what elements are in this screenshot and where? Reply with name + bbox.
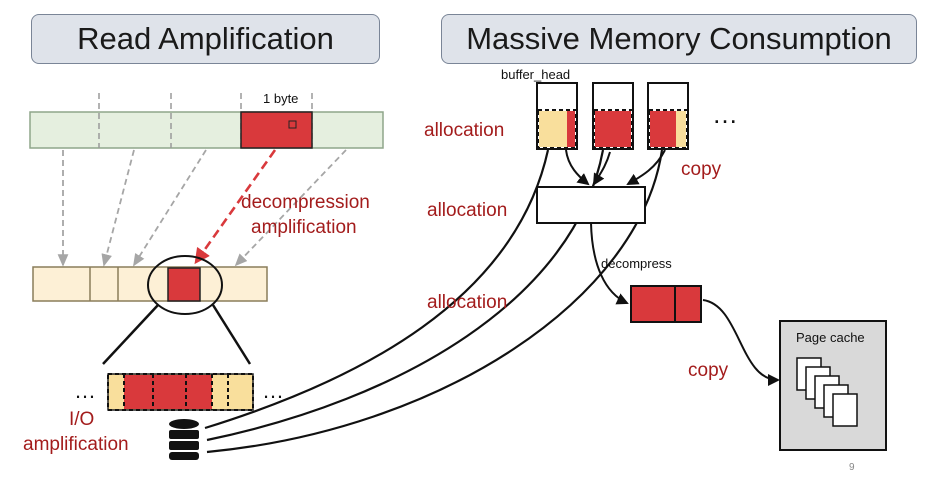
- io-curve: [204, 149, 550, 430]
- page-cache-label: Page cache: [796, 330, 865, 345]
- buffer-head-label: buffer_head: [501, 67, 570, 82]
- read-amplification-title: Read Amplification: [31, 14, 380, 64]
- decompressed-output: [630, 285, 702, 323]
- io-dots-right: …: [262, 378, 284, 403]
- mapping-arrow: [101, 149, 135, 267]
- copy-arrow: [565, 149, 590, 186]
- io-red-block: [124, 375, 212, 409]
- io-label-2: amplification: [23, 434, 129, 455]
- allocation-label-2: allocation: [427, 200, 507, 221]
- compressed-strip: [29, 111, 384, 149]
- io-label-1: I/O: [69, 409, 94, 430]
- copy-to-cache-arrow: [702, 299, 780, 386]
- buffer-page-3-frame: [648, 109, 688, 149]
- page-number: 9: [849, 462, 855, 473]
- buffer-page-1-frame: [537, 109, 577, 149]
- buffer-page-1: [539, 111, 567, 147]
- decompression-label-1: decompression: [241, 192, 370, 213]
- mapping-arrow: [234, 149, 347, 267]
- buffer-page-2-frame: [593, 109, 633, 149]
- decompression-label-2: amplification: [251, 217, 357, 238]
- copy-arrow: [592, 151, 611, 186]
- allocation-label-1: allocation: [424, 120, 504, 141]
- zoom-line-right: [211, 304, 252, 365]
- memory-consumption-title: Massive Memory Consumption: [441, 14, 917, 64]
- decompress-label: decompress: [601, 256, 672, 271]
- copy-label-1: copy: [681, 159, 722, 180]
- copy-arrow: [626, 149, 666, 185]
- buffer-dots: …: [712, 99, 738, 129]
- copy-label-2: copy: [688, 360, 729, 381]
- memory-consumption-title-text: Massive Memory Consumption: [466, 21, 892, 56]
- mapping-arrow: [133, 149, 207, 267]
- allocation-label-3: allocation: [427, 292, 507, 313]
- target-block: [240, 111, 313, 149]
- zoom-line-left: [102, 304, 159, 365]
- database-icon: [169, 419, 199, 460]
- decompress-arrow: [590, 222, 629, 305]
- pages-stack-icon: [796, 357, 858, 427]
- buffer-page-3-yellow: [676, 111, 686, 147]
- read-amplification-title-text: Read Amplification: [77, 21, 334, 56]
- decompression-arrow: [194, 149, 277, 265]
- io-dots-left: …: [74, 378, 96, 403]
- io-strip-frame: [107, 373, 254, 411]
- intermediate-buffer: [536, 186, 646, 224]
- zoom-circle: [147, 255, 223, 315]
- decompressed-target-block: [167, 267, 201, 302]
- buffer-page-3-red: [650, 111, 676, 147]
- buffer-page-2-red: [595, 111, 631, 147]
- one-byte-marker: [288, 120, 297, 129]
- buffer-page-1-red: [567, 111, 575, 147]
- one-byte-label: 1 byte: [263, 91, 298, 106]
